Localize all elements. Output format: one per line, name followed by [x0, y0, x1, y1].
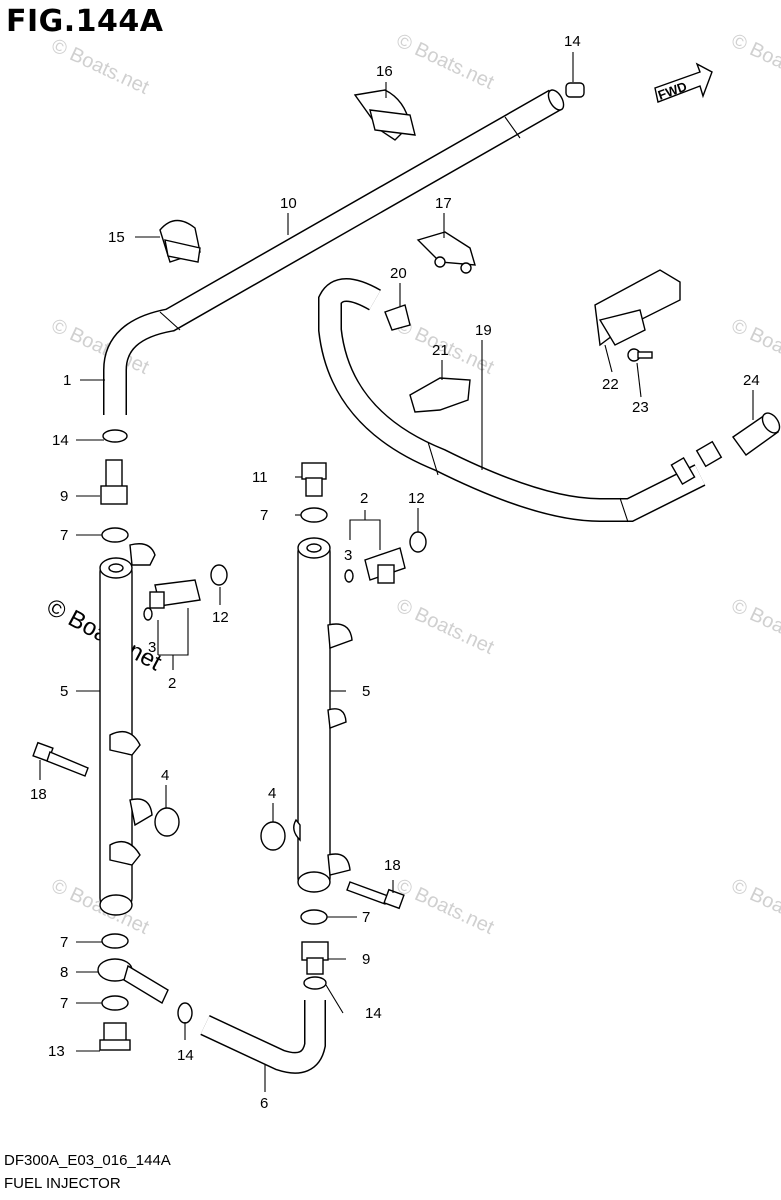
diagram-code: DF300A_E03_016_144A [4, 1152, 171, 1169]
watermark: © Boats.net [48, 35, 153, 99]
callout-6: 6 [260, 1095, 268, 1112]
callout-3: 3 [148, 639, 156, 656]
callout-1: 1 [63, 372, 71, 389]
bolt-18-left [32, 741, 89, 777]
parts-diagram: © Boats.net © Boats.net © Boats.net © Bo… [30, 30, 781, 1112]
callout-20: 20 [390, 265, 407, 282]
callout-numbers: 1 14 9 7 5 18 4 7 8 7 13 14 6 14 9 7 18 … [30, 33, 760, 1112]
callout-5: 5 [60, 683, 68, 700]
callout-14: 14 [365, 1005, 382, 1022]
callout-14: 14 [52, 432, 69, 449]
watermark: © Boats.net [728, 315, 781, 379]
callout-7: 7 [260, 507, 268, 524]
washer-7 [300, 909, 328, 925]
callout-19: 19 [475, 322, 492, 339]
fwd-arrow: FWD [654, 62, 713, 103]
callout-4: 4 [161, 767, 169, 784]
fitting-9-left [100, 459, 128, 505]
fuel-rail-right [293, 537, 353, 893]
hose-clip-14 [102, 82, 585, 1024]
watermark: © Boats.net [393, 595, 498, 659]
callout-13: 13 [48, 1043, 65, 1060]
washer-7 [101, 527, 129, 543]
fuel-hose-19 [318, 278, 723, 523]
callout-9: 9 [60, 488, 68, 505]
injector-right [344, 531, 427, 584]
callout-8: 8 [60, 964, 68, 981]
banjo-8 [97, 958, 169, 1005]
bolt-13 [99, 1022, 131, 1051]
diagram-name: FUEL INJECTOR [4, 1175, 121, 1192]
watermark: © Boats.net [728, 595, 781, 659]
watermark: © Boats.net [393, 30, 498, 94]
fuel-hose-10 [103, 89, 565, 415]
washer-7 [101, 995, 129, 1011]
callout-7: 7 [60, 934, 68, 951]
spacer-4-left [154, 807, 180, 837]
fitting-9-right [301, 941, 329, 975]
callout-12: 12 [212, 609, 229, 626]
injector-left [143, 564, 228, 621]
callout-7: 7 [60, 527, 68, 544]
callout-21: 21 [432, 342, 449, 359]
callout-7: 7 [60, 995, 68, 1012]
callout-10: 10 [280, 195, 297, 212]
fuel-rail-left [99, 543, 156, 916]
watermark: © Boats.net [728, 875, 781, 939]
callout-12: 12 [408, 490, 425, 507]
spacer-4-right [260, 821, 286, 851]
callout-22: 22 [602, 376, 619, 393]
callout-5: 5 [362, 683, 370, 700]
callout-15: 15 [108, 229, 125, 246]
callout-17: 17 [435, 195, 452, 212]
callout-2: 2 [360, 490, 368, 507]
clamp-17 [416, 231, 476, 274]
callout-14: 14 [564, 33, 581, 50]
callout-2: 2 [168, 675, 176, 692]
callout-11: 11 [252, 469, 268, 486]
clamp-20 [384, 304, 411, 331]
clamp-21 [409, 377, 471, 413]
clamp-16 [353, 89, 416, 141]
bolt-18-right [346, 881, 405, 910]
bracket-22 [594, 269, 681, 347]
fwd-label: FWD [656, 79, 689, 103]
washer-7 [300, 507, 328, 523]
plug-11 [301, 462, 327, 497]
figure-title: FIG.144A [6, 4, 164, 39]
callout-3: 3 [344, 547, 352, 564]
callout-7: 7 [362, 909, 370, 926]
callout-9: 9 [362, 951, 370, 968]
callout-16: 16 [376, 63, 393, 80]
watermark: © Boats.net [728, 30, 781, 94]
callout-4: 4 [268, 785, 276, 802]
callout-18: 18 [384, 857, 401, 874]
callout-24: 24 [743, 372, 760, 389]
callout-14: 14 [177, 1047, 194, 1064]
hose-sleeve-24 [732, 412, 781, 456]
leader-lines [39, 52, 754, 1092]
callout-18: 18 [30, 786, 47, 803]
clamp-15 [159, 219, 201, 263]
fuel-hose-6 [200, 1000, 326, 1074]
callout-23: 23 [632, 399, 649, 416]
watermark: © Boats.net [393, 875, 498, 939]
washer-7 [101, 933, 129, 949]
bolt-23 [627, 348, 653, 362]
